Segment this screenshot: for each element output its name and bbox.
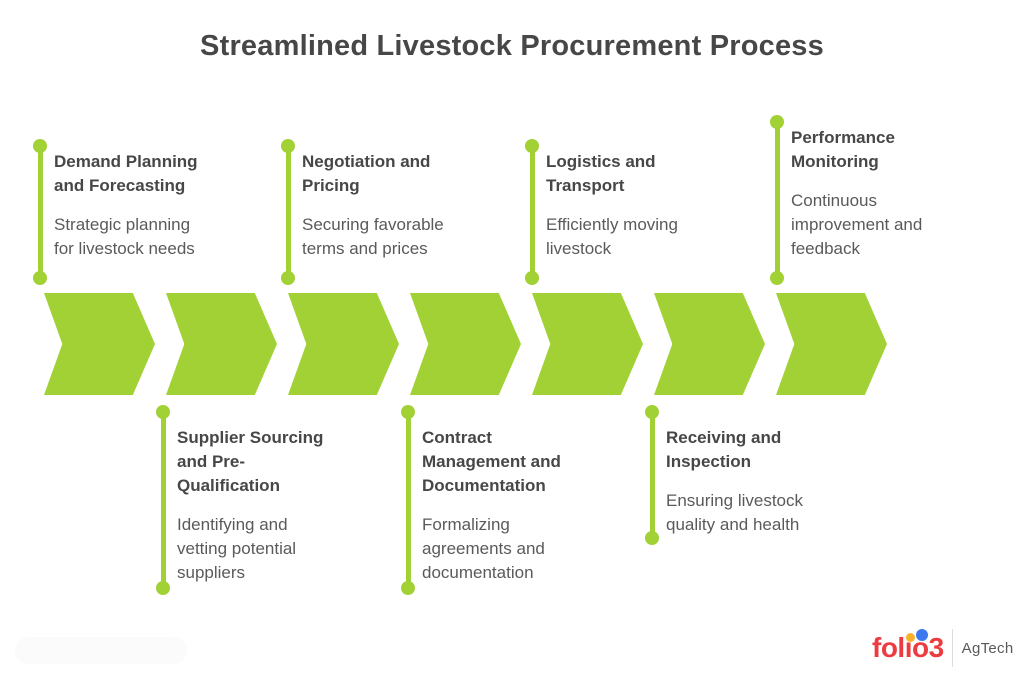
step-heading: Demand Planning and Forecasting: [54, 152, 198, 195]
chevron-arrow-icon: [166, 293, 277, 395]
step-description: Formalizing agreements and documentation: [422, 515, 545, 582]
step-description: Continuous improvement and feedback: [791, 191, 923, 258]
step-connector: [33, 139, 47, 285]
folio3-logo: folio3 AgTech: [872, 629, 1014, 667]
step-connector: [156, 405, 170, 595]
chevron-arrow-icon: [288, 293, 399, 395]
chevron-arrow-icon: [44, 293, 155, 395]
step-content: Receiving and Inspection Ensuring livest…: [666, 426, 822, 537]
connector-dot: [281, 271, 295, 285]
chevron-arrow-icon: [654, 293, 765, 395]
step-connector: [770, 115, 784, 285]
folio3-logo-wordmark: folio3: [872, 629, 944, 667]
step-content: Negotiation and Pricing Securing favorab…: [302, 150, 458, 261]
connector-dot: [770, 271, 784, 285]
chevron-arrow-icon: [776, 293, 887, 395]
step-description: Identifying and vetting potential suppli…: [177, 515, 297, 582]
connector-line: [160, 412, 166, 588]
step-heading: Performance Monitoring: [791, 128, 895, 171]
page-title: Streamlined Livestock Procurement Proces…: [200, 30, 824, 62]
connector-dot: [645, 531, 659, 545]
connector-dot: [525, 271, 539, 285]
step-description: Efficiently moving livestock: [546, 215, 678, 258]
step-content: Contract Management and Documentation Fo…: [422, 426, 578, 585]
connector-line: [37, 146, 43, 278]
logo-dot-blue-icon: [916, 629, 928, 641]
step-connector: [281, 139, 295, 285]
brand-suffix-label: AgTech: [961, 639, 1014, 657]
connector-dot: [156, 581, 170, 595]
step-content: Supplier Sourcing and Pre-Qualification …: [177, 426, 333, 585]
step-description: Strategic planning for livestock needs: [54, 215, 195, 258]
connector-line: [285, 146, 291, 278]
logo-dot-yellow-icon: [906, 633, 915, 642]
logo-divider: [951, 629, 953, 667]
step-heading: Supplier Sourcing and Pre-Qualification: [177, 428, 324, 495]
connector-line: [529, 146, 535, 278]
chevron-arrow-icon: [410, 293, 521, 395]
step-content: Demand Planning and Forecasting Strategi…: [54, 150, 210, 261]
step-content: Logistics and Transport Efficiently movi…: [546, 150, 702, 261]
step-heading: Logistics and Transport: [546, 152, 656, 195]
step-description: Securing favorable terms and prices: [302, 215, 444, 258]
step-heading: Receiving and Inspection: [666, 428, 782, 471]
step-heading: Negotiation and Pricing: [302, 152, 431, 195]
footer-watermark: [15, 637, 187, 664]
step-description: Ensuring livestock quality and health: [666, 491, 804, 534]
connector-dot: [401, 581, 415, 595]
connector-line: [774, 122, 780, 278]
connector-line: [649, 412, 655, 538]
chevron-row: [44, 293, 887, 395]
connector-dot: [33, 271, 47, 285]
connector-line: [405, 412, 411, 588]
chevron-arrow-icon: [532, 293, 643, 395]
step-heading: Contract Management and Documentation: [422, 428, 561, 495]
step-connector: [401, 405, 415, 595]
step-connector: [525, 139, 539, 285]
step-connector: [645, 405, 659, 545]
step-content: Performance Monitoring Continuous improv…: [791, 126, 947, 261]
